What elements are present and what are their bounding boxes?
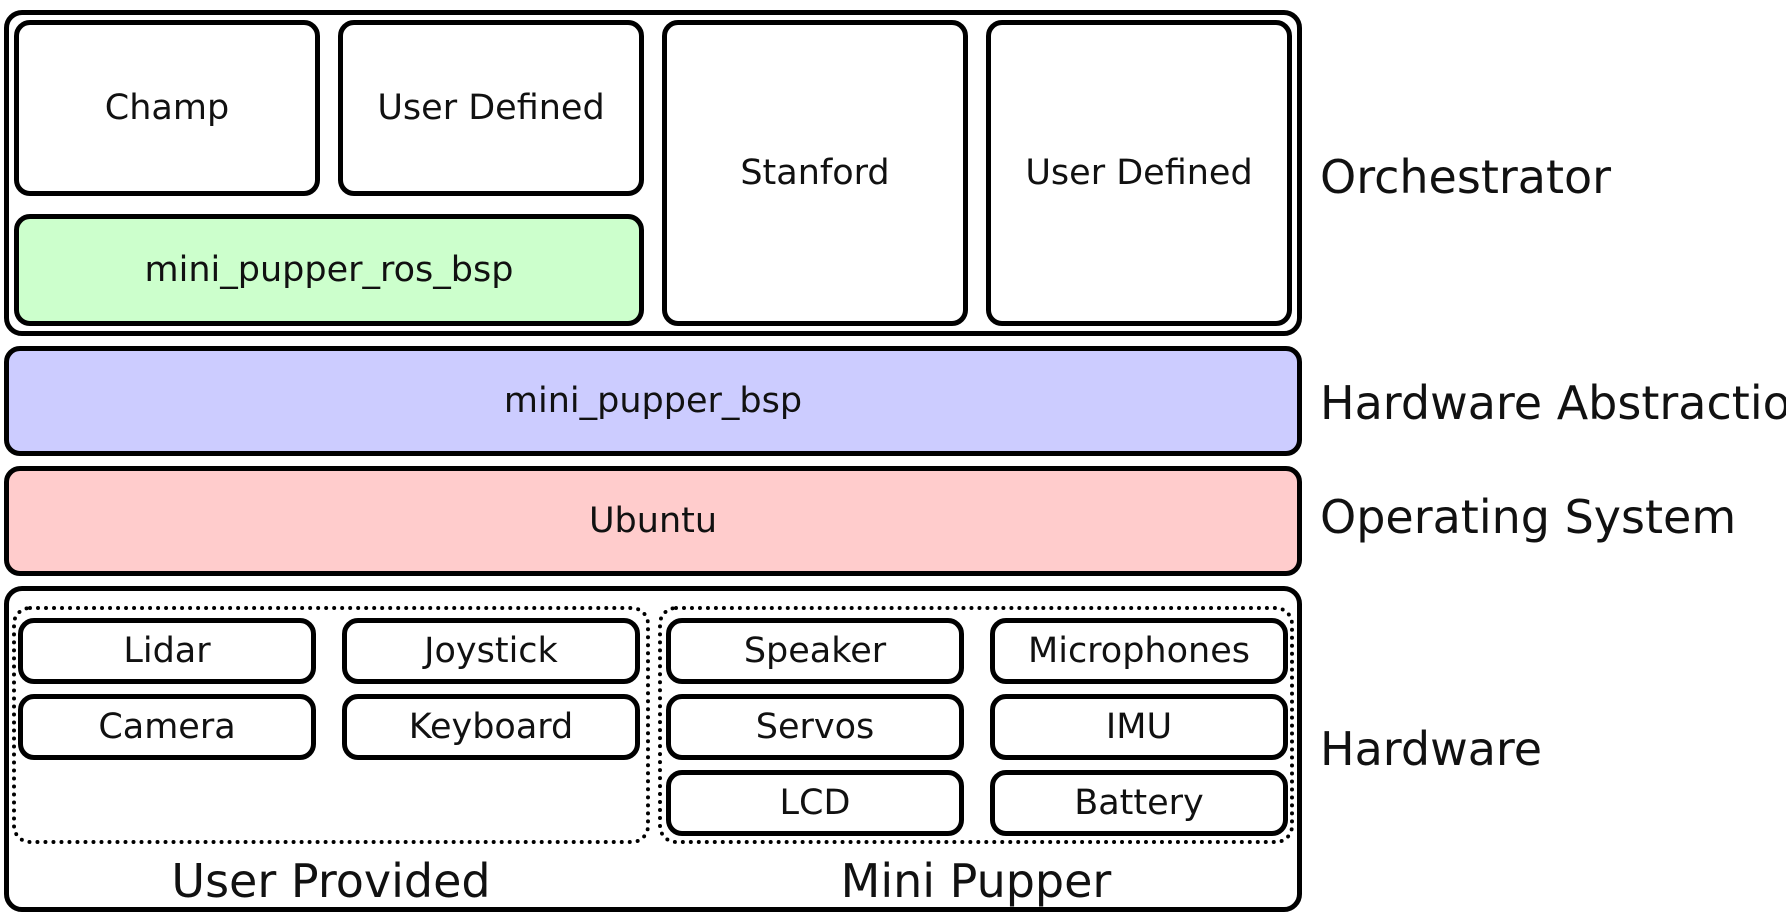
lidar-node: Lidar	[18, 618, 316, 684]
user-defined-node-1: User Defined	[338, 20, 644, 196]
battery-node: Battery	[990, 770, 1288, 836]
servos-node-label: Servos	[755, 706, 875, 747]
hardware-abstraction-layer-label: Hardware Abstraction	[1320, 376, 1786, 430]
joystick-node: Joystick	[342, 618, 640, 684]
speaker-node: Speaker	[666, 618, 964, 684]
mini-pupper-bsp-label: mini_pupper_bsp	[503, 380, 803, 421]
hardware-layer-label: Hardware	[1320, 722, 1543, 776]
lcd-node-label: LCD	[779, 782, 851, 823]
lcd-node: LCD	[666, 770, 964, 836]
camera-node: Camera	[18, 694, 316, 760]
microphones-node: Microphones	[990, 618, 1288, 684]
mini-pupper-ros-bsp-label: mini_pupper_ros_bsp	[144, 249, 514, 290]
user-defined-node-1-label: User Defined	[377, 87, 605, 128]
champ-node-label: Champ	[104, 87, 230, 128]
lidar-node-label: Lidar	[123, 630, 211, 671]
user-provided-group	[12, 606, 650, 844]
stanford-node-label: Stanford	[740, 152, 890, 193]
keyboard-node: Keyboard	[342, 694, 640, 760]
battery-node-label: Battery	[1074, 782, 1204, 823]
keyboard-node-label: Keyboard	[408, 706, 574, 747]
microphones-node-label: Microphones	[1028, 630, 1250, 671]
user-defined-node-2: User Defined	[986, 20, 1292, 326]
orchestrator-layer-label: Orchestrator	[1320, 150, 1612, 204]
user-defined-node-2-label: User Defined	[1025, 152, 1253, 193]
ubuntu-node-label: Ubuntu	[588, 500, 718, 541]
camera-node-label: Camera	[98, 706, 236, 747]
user-provided-label: User Provided	[171, 854, 491, 908]
mini-pupper-group	[658, 606, 1294, 844]
joystick-node-label: Joystick	[424, 630, 558, 671]
ubuntu-node: Ubuntu	[4, 466, 1302, 576]
mini-pupper-label: Mini Pupper	[840, 854, 1112, 908]
stanford-node: Stanford	[662, 20, 968, 326]
operating-system-layer-label: Operating System	[1320, 490, 1737, 544]
mini-pupper-bsp-node: mini_pupper_bsp	[4, 346, 1302, 456]
imu-node-label: IMU	[1105, 706, 1173, 747]
speaker-node-label: Speaker	[743, 630, 887, 671]
imu-node: IMU	[990, 694, 1288, 760]
champ-node: Champ	[14, 20, 320, 196]
servos-node: Servos	[666, 694, 964, 760]
mini-pupper-ros-bsp-node: mini_pupper_ros_bsp	[14, 214, 644, 326]
